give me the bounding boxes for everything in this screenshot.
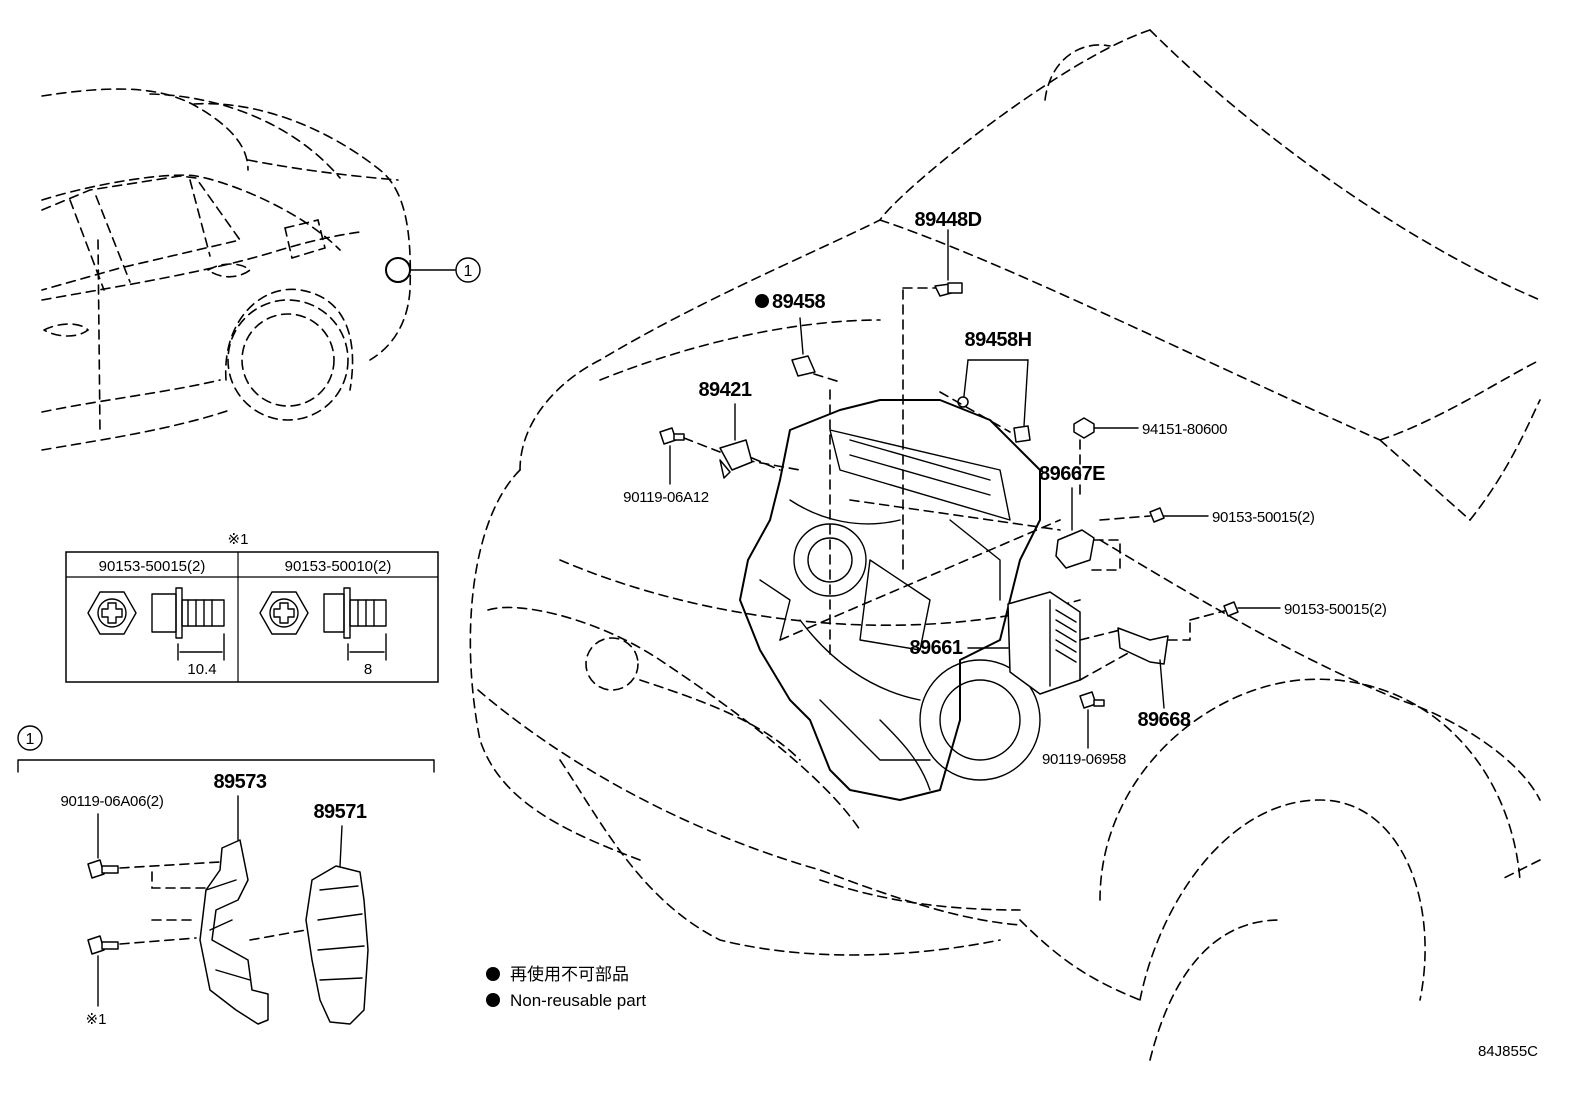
legend-japanese: 再使用不可部品 bbox=[510, 964, 629, 984]
bolt-spec-table bbox=[65, 551, 439, 683]
label-90153-50015-mid: 90153-50015(2) bbox=[1284, 601, 1387, 618]
bolt-90119-06A12-icon bbox=[659, 427, 721, 485]
label-89571: 89571 bbox=[313, 801, 366, 823]
bolt-90153-mid-icon bbox=[1223, 601, 1281, 617]
flange-bolt-icon bbox=[151, 587, 225, 661]
bracket-89667E-icon bbox=[1055, 487, 1151, 571]
table-col1-header: 90153-50015(2) bbox=[99, 558, 206, 575]
bolt-asterisk-icon bbox=[87, 919, 197, 1007]
label-94151-80600: 94151-80600 bbox=[1142, 421, 1227, 438]
sensor-89448D-icon bbox=[902, 229, 963, 297]
bolt-90119-06958-icon bbox=[1079, 691, 1105, 749]
flange-bolt-icon bbox=[323, 587, 387, 661]
detail-asterisk-note: ※1 bbox=[86, 1011, 107, 1028]
label-89668: 89668 bbox=[1137, 709, 1190, 731]
label-89573: 89573 bbox=[213, 771, 266, 793]
marker-circle-1-detail: 1 bbox=[26, 731, 35, 748]
sensor-89458H-icon bbox=[939, 359, 1031, 443]
phillips-bolt-head-icon bbox=[87, 591, 137, 635]
non-reusable-dot-icon bbox=[755, 294, 769, 308]
table-asterisk-note: ※1 bbox=[228, 531, 249, 548]
bracket-89668-icon bbox=[1117, 609, 1229, 709]
label-90119-06A12: 90119-06A12 bbox=[623, 489, 709, 506]
bolt-90119-06A06-icon bbox=[87, 813, 221, 889]
label-89458H: 89458H bbox=[964, 329, 1031, 351]
ecu-89661-icon bbox=[967, 591, 1131, 695]
bolt-90153-top-icon bbox=[1149, 507, 1209, 523]
engine-illustration bbox=[739, 289, 1061, 801]
sensor-89458-icon bbox=[791, 317, 841, 383]
phillips-bolt-head-icon bbox=[259, 591, 309, 635]
marker-circle-1-top: 1 bbox=[464, 263, 473, 280]
non-reusable-dot-icon bbox=[486, 993, 500, 1007]
label-89458: 89458 bbox=[772, 291, 825, 313]
sensor-89421-icon bbox=[719, 403, 781, 479]
label-89421: 89421 bbox=[698, 379, 751, 401]
cover-89573-icon bbox=[199, 795, 269, 1025]
table-col2-header: 90153-50010(2) bbox=[285, 558, 392, 575]
module-89571-icon bbox=[249, 825, 369, 1025]
detail-1-group bbox=[17, 725, 435, 1025]
label-89661: 89661 bbox=[909, 637, 962, 659]
non-reusable-dot-icon bbox=[486, 967, 500, 981]
diagram-id: 84J855C bbox=[1478, 1043, 1538, 1060]
label-89448D: 89448D bbox=[914, 209, 981, 231]
nut-94151-icon bbox=[1073, 417, 1139, 501]
label-90119-06958: 90119-06958 bbox=[1042, 751, 1126, 768]
legend bbox=[486, 967, 500, 1007]
table-col1-dimension: 10.4 bbox=[187, 661, 216, 678]
rear-car-illustration bbox=[41, 88, 481, 451]
front-car-illustration bbox=[469, 29, 1541, 1061]
label-90153-50015-top: 90153-50015(2) bbox=[1212, 509, 1315, 526]
label-90119-06A06: 90119-06A06(2) bbox=[60, 793, 163, 810]
table-col2-dimension: 8 bbox=[364, 661, 372, 678]
legend-english: Non-reusable part bbox=[510, 991, 646, 1010]
label-89667E: 89667E bbox=[1039, 463, 1105, 485]
